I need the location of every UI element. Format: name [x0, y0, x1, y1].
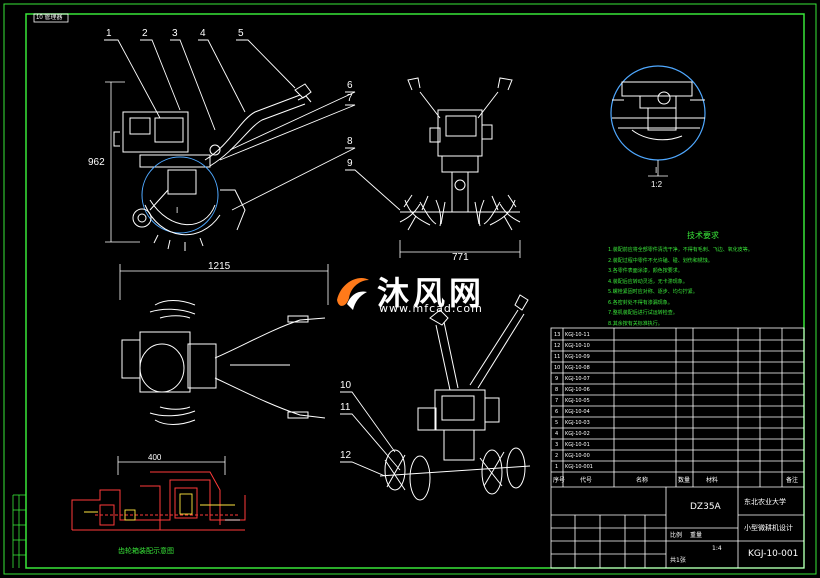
- technical-notes: 技术要求 1.装配前应将全部零件清洗干净，不得有毛刺、飞边、氧化皮等。 2.装配…: [608, 230, 798, 329]
- tb-row-num: 12: [554, 343, 561, 349]
- side-view-dimensions: [105, 81, 140, 243]
- frame-tag-box: [33, 13, 69, 23]
- tb-school: 东北农业大学: [744, 498, 786, 506]
- balloon-8: 8: [347, 136, 353, 147]
- rotor-section-mark: I: [176, 206, 179, 215]
- tb-row-num: 6: [555, 409, 559, 415]
- left-strip: [12, 494, 26, 568]
- balloon-9: 9: [347, 158, 353, 169]
- tb-row-num: 7: [555, 398, 559, 404]
- balloon-4: 4: [200, 28, 206, 39]
- tb-row-num: 4: [555, 431, 559, 437]
- tb-header-remark: 备注: [786, 477, 799, 484]
- balloon-6: 6: [347, 80, 353, 91]
- front-view: [399, 77, 521, 231]
- section-view: [71, 456, 246, 531]
- tb-row-num: 13: [554, 332, 561, 338]
- tb-code-row: KGJ-10-09: [565, 354, 590, 360]
- tb-row-num: 1: [555, 464, 559, 470]
- iso-leaders: [340, 391, 401, 477]
- tb-model: DZ35A: [690, 502, 721, 512]
- tb-row-num: 10: [554, 365, 561, 371]
- balloon-12: 12: [340, 450, 352, 461]
- tb-code-row: KGJ-10-08: [565, 365, 590, 371]
- tb-code-row: KGJ-10-04: [565, 409, 590, 415]
- detail-view: [610, 65, 706, 177]
- outer-frame: [3, 3, 817, 575]
- note-line: 5.螺栓紧固时应对称、逐步、均匀拧紧。: [608, 289, 698, 295]
- watermark-url: www.mfcad.com: [379, 302, 483, 315]
- tb-row-num: 8: [555, 387, 559, 393]
- dim-length-1215: 1215: [208, 261, 231, 272]
- tb-code-row: KGJ-10-01: [565, 442, 590, 448]
- tb-header-code: 代号: [580, 477, 593, 484]
- inner-frame: [25, 13, 805, 569]
- tb-scale: 1:4: [712, 545, 722, 552]
- note-line: 1.装配前应将全部零件清洗干净，不得有毛刺、飞边、氧化皮等。: [608, 247, 753, 253]
- tb-code-row: KGJ-10-11: [565, 332, 590, 338]
- note-line: 3.各零件表面涂漆，颜色按要求。: [608, 268, 683, 274]
- tb-header-material: 材料: [706, 477, 719, 484]
- side-view: [113, 83, 312, 251]
- balloon-1: 1: [106, 28, 112, 39]
- section-caption: 齿轮箱装配示意图: [118, 548, 174, 555]
- tb-drawing-no: KGJ-10-001: [748, 549, 799, 559]
- balloon-11: 11: [340, 402, 351, 413]
- tb-header-name: 名称: [636, 477, 649, 484]
- tb-row-num: 2: [555, 453, 559, 459]
- detail-scale: 1:2: [651, 180, 663, 189]
- watermark: 沐风网 www.mfcad.com: [333, 268, 493, 316]
- notes-title: 技术要求: [687, 231, 719, 240]
- watermark-brand: 沐风网: [377, 274, 486, 312]
- tb-weight-label: 重量: [690, 532, 703, 539]
- tb-row-num: 5: [555, 420, 559, 426]
- tb-design-title: 小型微耕机设计: [744, 524, 793, 532]
- tb-scale-label: 比例: [670, 532, 683, 539]
- dim-width-771: 771: [452, 252, 469, 263]
- tb-row-num: 3: [555, 442, 559, 448]
- tb-row-num: 9: [555, 376, 559, 382]
- tb-header-no: 序号: [553, 477, 566, 484]
- tb-sheet: 共1张: [670, 557, 686, 564]
- balloon-5: 5: [238, 28, 244, 39]
- balloon-leaders: [104, 39, 401, 211]
- note-line: 4.装配后应转动灵活，无卡滞现象。: [608, 278, 688, 285]
- balloon-2: 2: [142, 28, 148, 39]
- balloon-3: 3: [172, 28, 178, 39]
- title-block: [550, 327, 805, 569]
- dim-height-962: 962: [88, 157, 105, 168]
- tb-code-row: KGJ-10-03: [565, 420, 590, 426]
- note-line: 8.其余按有关标准执行。: [608, 320, 663, 327]
- detail-label: I: [655, 166, 658, 175]
- tb-code-row: KGJ-10-10: [565, 343, 590, 349]
- tb-row-num: 11: [554, 354, 561, 360]
- tb-code-row: KGJ-10-00: [565, 453, 590, 459]
- frame-tag: 10 管理器: [36, 15, 63, 21]
- dim-width-400: 400: [148, 453, 162, 462]
- front-view-dimension: [399, 240, 521, 258]
- tb-code-row: KGJ-10-02: [565, 431, 590, 437]
- tb-code-row: KGJ-10-001: [565, 464, 593, 470]
- note-line: 7.整机装配后进行试运转检查。: [608, 310, 678, 316]
- tb-header-qty: 数量: [678, 477, 691, 484]
- tb-code-row: KGJ-10-05: [565, 398, 590, 404]
- balloon-7: 7: [347, 93, 353, 104]
- watermark-logo-icon: [337, 278, 369, 310]
- tb-code-row: KGJ-10-06: [565, 387, 590, 393]
- top-view: [119, 264, 329, 425]
- tb-code-row: KGJ-10-07: [565, 376, 590, 382]
- note-line: 2.装配过程中零件不允许磕、碰、划伤和锈蚀。: [608, 257, 713, 264]
- note-line: 6.各密封处不得有渗漏现象。: [608, 299, 673, 306]
- balloon-10: 10: [340, 380, 352, 391]
- isometric-view: [379, 294, 531, 501]
